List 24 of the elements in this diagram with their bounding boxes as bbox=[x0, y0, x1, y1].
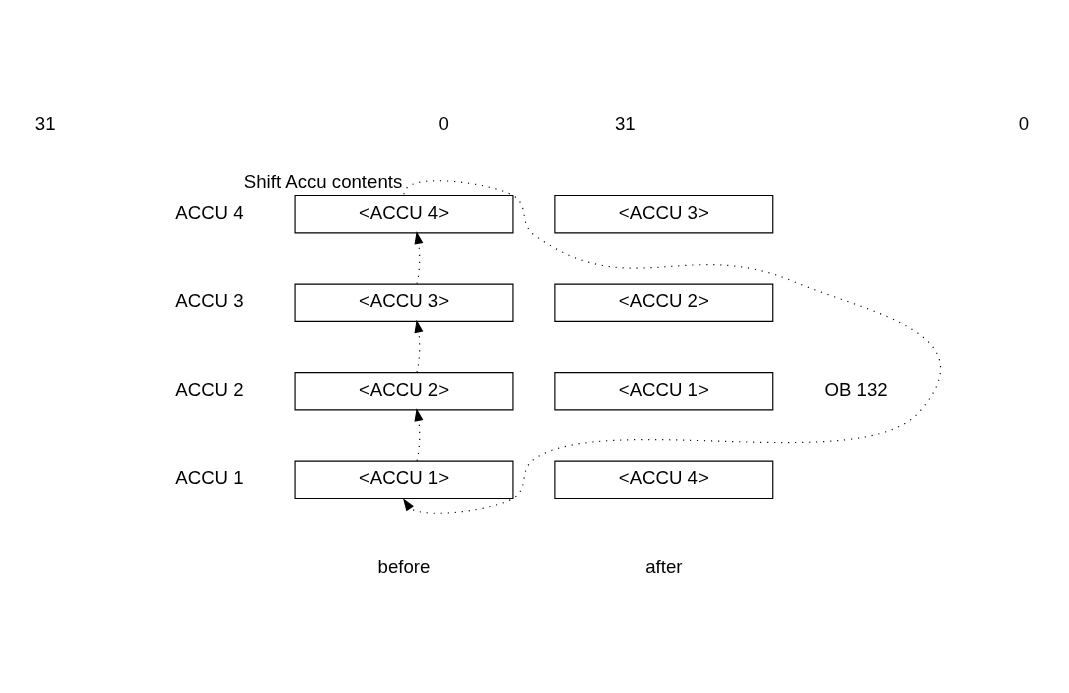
arrow bbox=[403, 179, 941, 514]
label: OB 132 bbox=[824, 378, 888, 400]
node-box: <ACCU 4> bbox=[554, 460, 774, 499]
node-label: ACCU 2 bbox=[175, 378, 244, 400]
edge-label: Shift Accu contents bbox=[243, 170, 403, 192]
node-box: <ACCU 3> bbox=[554, 194, 774, 233]
arrow bbox=[414, 407, 424, 461]
arrow bbox=[414, 230, 424, 284]
node-label: ACCU 1 bbox=[175, 466, 244, 488]
node-box: <ACCU 2> bbox=[554, 283, 774, 322]
label: 31 bbox=[34, 112, 56, 134]
node-box: <ACCU 2> bbox=[294, 371, 514, 410]
label: 31 bbox=[615, 112, 636, 134]
node-box: <ACCU 3> bbox=[294, 283, 514, 322]
label: after bbox=[645, 555, 683, 577]
label: 0 bbox=[1018, 112, 1030, 134]
label: before bbox=[377, 555, 431, 577]
node-label: ACCU 3 bbox=[175, 289, 244, 311]
node-label: ACCU 4 bbox=[175, 201, 244, 223]
arrow bbox=[414, 319, 424, 373]
node-box: <ACCU 1> bbox=[554, 371, 774, 410]
node-box: <ACCU 4> bbox=[294, 194, 514, 233]
node-box: <ACCU 1> bbox=[294, 460, 514, 499]
label: 0 bbox=[438, 112, 449, 134]
